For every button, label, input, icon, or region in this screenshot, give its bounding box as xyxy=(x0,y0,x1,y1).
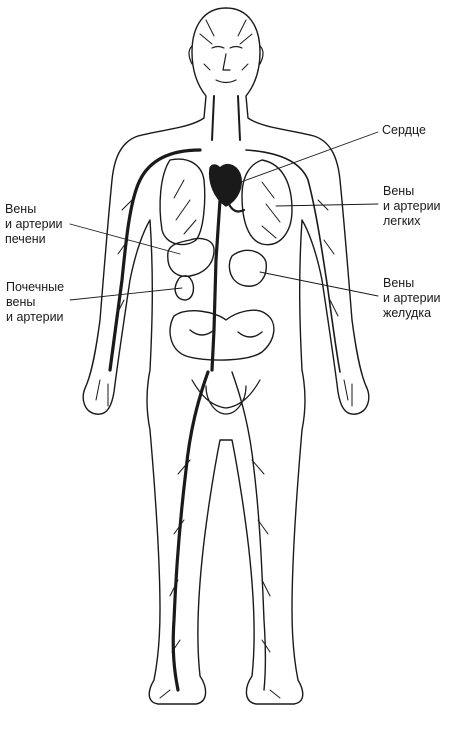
leader-kidney xyxy=(69,287,183,301)
label-stomach-vessels: Вены и артерии желудка xyxy=(383,276,441,320)
liver xyxy=(167,237,215,277)
heart xyxy=(208,163,242,207)
left-lung xyxy=(241,159,293,246)
leader-liver xyxy=(69,223,181,255)
pelvis xyxy=(191,379,261,415)
leader-stomach xyxy=(259,271,379,297)
neck-vessels xyxy=(211,95,241,141)
label-lung-vessels: Вены и артерии легких xyxy=(383,184,441,228)
head-vessels xyxy=(199,19,253,71)
leader-heart xyxy=(229,131,379,187)
left-arm-vessel xyxy=(245,149,341,373)
leg-branches xyxy=(159,459,281,699)
aorta-vena-cava xyxy=(210,198,222,372)
intestines xyxy=(169,309,275,361)
arm-branches xyxy=(95,199,353,407)
label-liver-vessels: Вены и артерии печени xyxy=(5,202,63,246)
leader-lungs xyxy=(275,203,379,207)
lung-branches xyxy=(173,179,281,239)
left-leg-vessel xyxy=(231,371,267,691)
label-kidney-vessels: Почечные вены и артерии xyxy=(6,280,65,324)
label-heart: Сердце xyxy=(382,123,426,137)
body-outline xyxy=(82,7,370,705)
right-lung xyxy=(159,158,206,246)
kidney xyxy=(174,275,195,301)
ears xyxy=(188,45,264,65)
right-leg-vessel xyxy=(171,370,210,692)
right-arm-vessel xyxy=(108,148,202,372)
stomach xyxy=(228,249,267,287)
face-features xyxy=(211,45,243,84)
heart-apex xyxy=(224,190,246,213)
